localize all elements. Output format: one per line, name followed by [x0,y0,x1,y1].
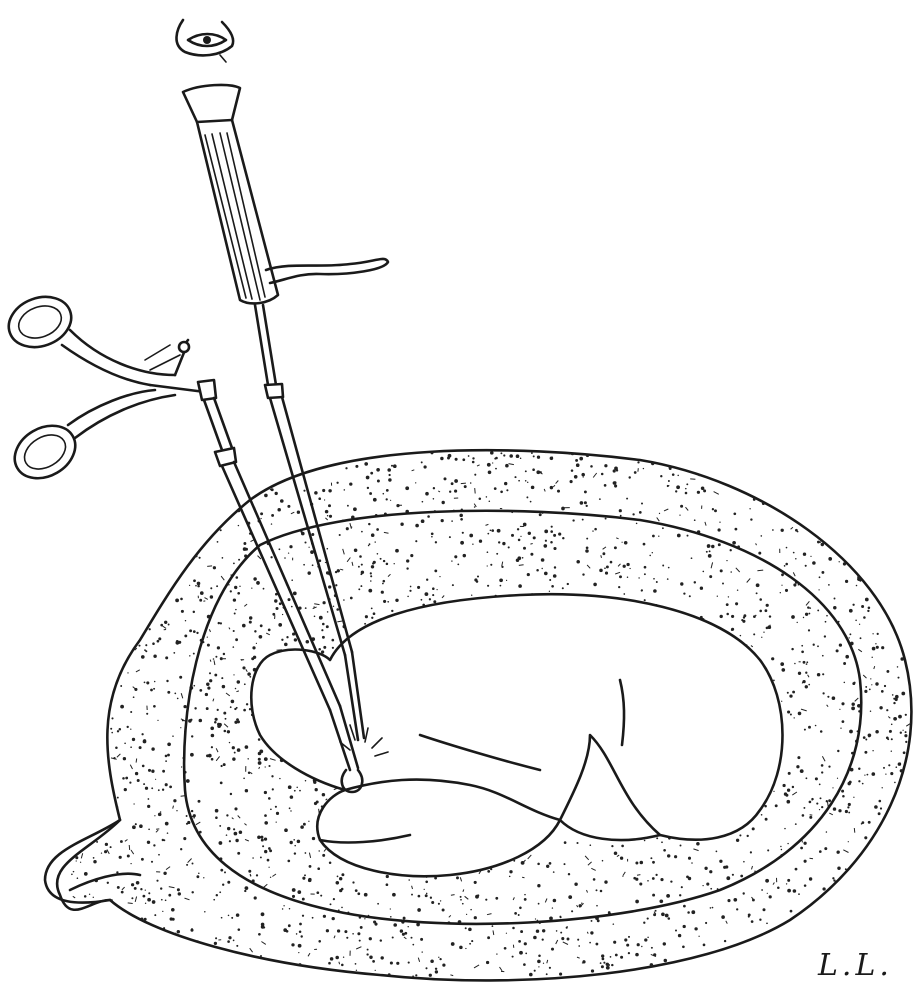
endoscope-eyepiece [183,85,240,123]
endoscope-collar [265,384,283,398]
artist-signature: L.L. [817,948,893,983]
forceps-ring-upper [2,289,79,356]
fetus [251,594,782,876]
forceps-shaft-upper [204,398,232,450]
forceps-sheath [215,448,236,466]
eye-icon [176,20,233,62]
fetus-body [251,594,782,876]
forceps-ring-lower [5,415,84,489]
endoscope-light-cable [266,259,388,283]
endoscope-shaft-upper [255,305,276,385]
endoscope-barrel [197,120,278,303]
